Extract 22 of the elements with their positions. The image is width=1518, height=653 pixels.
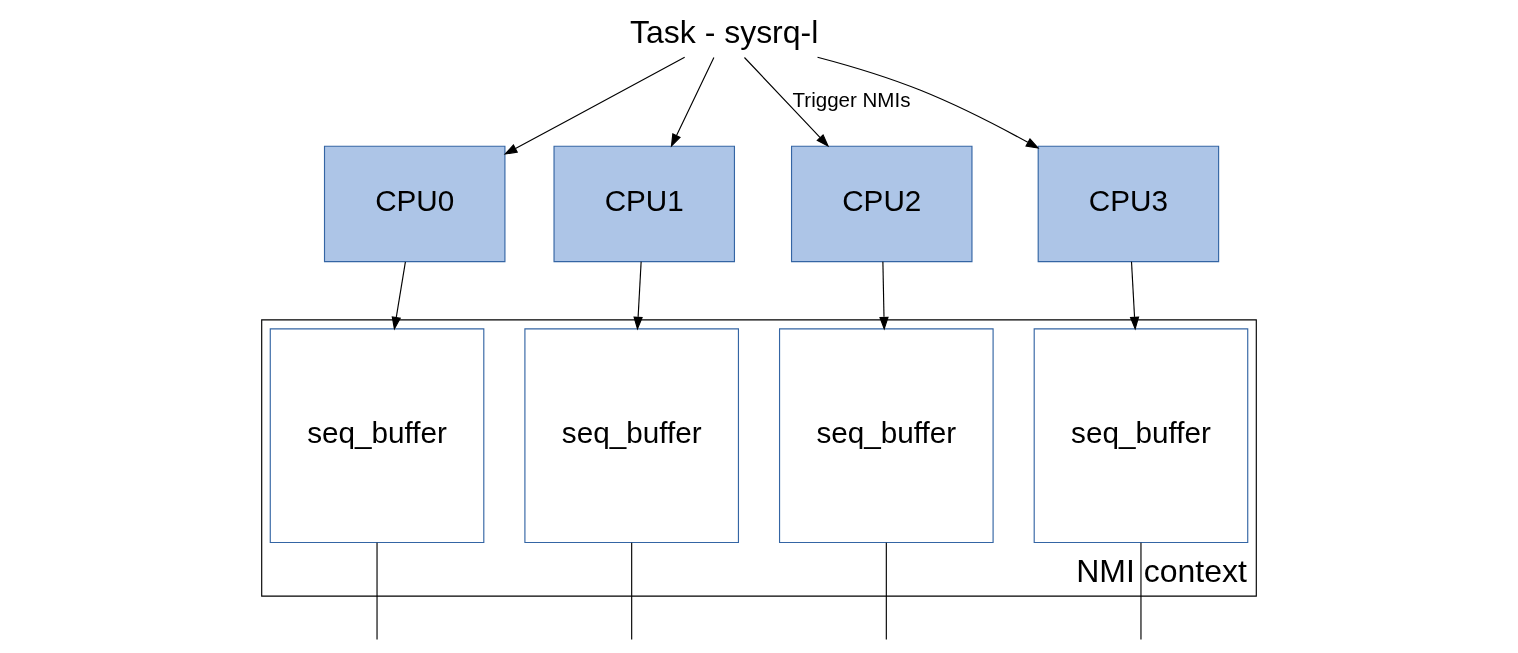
node-text: Task - sysrq-l [630,13,819,50]
arrow [391,261,406,331]
connector [1140,542,1142,640]
node-box: CPU2 [790,145,973,263]
node-box: seq_buffer [778,328,994,544]
arrow [743,56,830,148]
arrow [633,261,643,331]
connector [376,542,378,640]
arrow [670,56,715,148]
connector [885,542,887,640]
arrow [503,56,686,155]
node-box: seq_buffer [524,328,740,544]
node-box: seq_buffer [1033,328,1249,544]
node-box: seq_buffer [269,328,485,544]
connector [631,542,633,640]
node-box: CPU1 [553,145,736,263]
node-box: CPU0 [323,145,506,263]
node-box: CPU3 [1037,145,1220,263]
arrow [1129,261,1140,331]
arrow [879,261,889,331]
arrow [816,56,1040,149]
edge-label: Trigger NMIs [792,87,911,111]
